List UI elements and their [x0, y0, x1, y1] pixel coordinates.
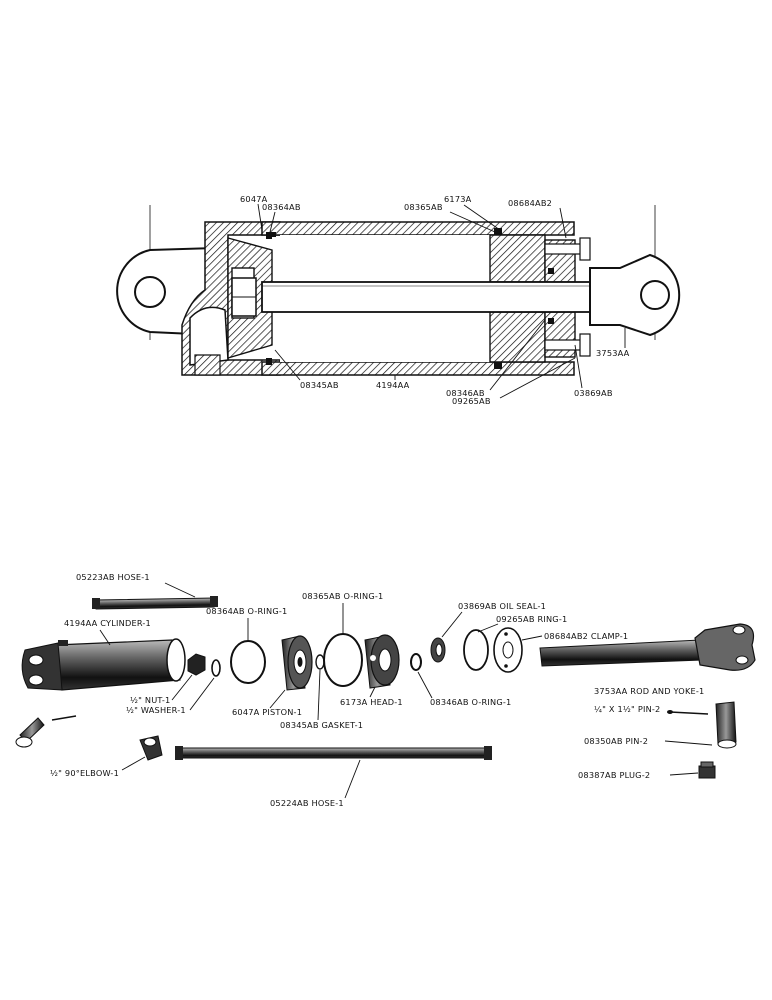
label-oil-seal: 03869AB — [574, 388, 613, 398]
label-head-part: 6173A — [444, 194, 472, 204]
plug-drawing — [698, 761, 716, 779]
label-oring-rod: 08346AB O-RING-1 — [430, 697, 511, 707]
hose-long-drawing — [175, 746, 492, 760]
label-oring-piston: 08364AB O-RING-1 — [206, 606, 287, 616]
exploded-view: 05223AB HOSE-1 4194AA CYLINDER-1 ½" NUT-… — [15, 572, 756, 808]
nut-washer-drawing — [187, 653, 221, 677]
hose-short-drawing — [92, 596, 218, 610]
cylinder-drawing — [21, 638, 186, 691]
label-hose-long: 05224AB HOSE-1 — [270, 798, 344, 808]
label-clamp-exploded: 08684AB2 CLAMP-1 — [544, 631, 628, 641]
label-hose-short: 05223AB HOSE-1 — [76, 572, 150, 582]
label-nut: ½" NUT-1 — [130, 695, 170, 705]
label-piston-part: 6047A — [240, 194, 268, 204]
label-cylinder-exploded: 4194AA CYLINDER-1 — [64, 618, 151, 628]
clamp-drawing — [493, 627, 523, 673]
section-view: 6047A 08364AB 6173A 08365AB 08684AB2 375… — [116, 194, 681, 406]
label-washer: ½" WASHER-1 — [126, 705, 186, 715]
label-rod: 3753AA — [596, 348, 630, 358]
piston-drawing — [281, 635, 313, 691]
right-clevis-eye — [589, 253, 681, 337]
head-oring-drawing — [323, 633, 363, 687]
label-gasket-exploded: 08345AB GASKET-1 — [280, 720, 363, 730]
piston-oring-drawing — [230, 640, 266, 684]
oil-seal-drawing — [430, 637, 446, 663]
label-cylinder: 4194AA — [376, 380, 410, 390]
piston-rod-section — [231, 277, 608, 317]
label-plug: 08387AB PLUG-2 — [578, 770, 650, 780]
pin-small-drawing — [667, 710, 709, 715]
loose-pin-drawing — [15, 715, 77, 748]
elbow-drawing — [139, 735, 163, 761]
label-elbow: ½" 90°ELBOW-1 — [50, 768, 119, 778]
label-gasket: 08345AB — [300, 380, 339, 390]
label-rod-yoke: 3753AA ROD AND YOKE-1 — [594, 686, 704, 696]
cylinder-section — [181, 221, 591, 376]
label-piston-oring: 08364AB — [262, 202, 301, 212]
label-piston: 6047A PISTON-1 — [232, 707, 302, 717]
rod-yoke-drawing — [539, 623, 756, 671]
label-pin-large: 08350AB PIN-2 — [584, 736, 648, 746]
label-pin-small: ¼" X 1½" PIN-2 — [594, 704, 660, 714]
label-oil-seal-exploded: 03869AB OIL SEAL-1 — [458, 601, 546, 611]
rod-oring-drawing — [410, 653, 422, 671]
gasket-drawing — [315, 654, 325, 670]
pin-large-drawing — [715, 701, 737, 749]
label-clamp: 08684AB2 — [508, 198, 552, 208]
ring-drawing — [463, 629, 489, 671]
head-drawing — [364, 634, 400, 689]
label-oring-head: 08365AB O-RING-1 — [302, 591, 383, 601]
section-labels: 6047A 08364AB 6173A 08365AB 08684AB2 375… — [240, 194, 630, 406]
label-ring: 09265AB — [452, 396, 491, 406]
label-ring-exploded: 09265AB RING-1 — [496, 614, 567, 624]
label-head: 6173A HEAD-1 — [340, 697, 403, 707]
label-head-oring: 08365AB — [404, 202, 443, 212]
label-rod-oring: 08346AB — [446, 388, 485, 398]
